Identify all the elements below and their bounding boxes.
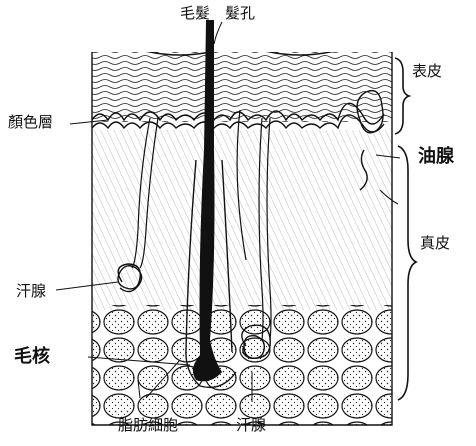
epidermis-layer — [92, 49, 392, 122]
label-oil-gland: 油腺 — [418, 148, 454, 166]
label-hair-root: 毛核 — [14, 348, 50, 366]
braces — [395, 58, 416, 400]
label-sweat-gland-bottom: 汗腺 — [236, 418, 266, 433]
label-fat-cells: 脂肪細胞 — [118, 418, 178, 433]
label-epidermis: 表皮 — [412, 64, 442, 79]
fat-cell-layer — [92, 305, 392, 425]
label-pore: 髮孔 — [225, 6, 255, 21]
dermis-fibers — [92, 130, 392, 310]
label-sweat-gland-side: 汗腺 — [16, 284, 46, 299]
label-pigment-layer: 顏色層 — [8, 115, 53, 130]
label-dermis: 真皮 — [420, 236, 450, 251]
label-hair: 毛髮 — [180, 6, 210, 21]
